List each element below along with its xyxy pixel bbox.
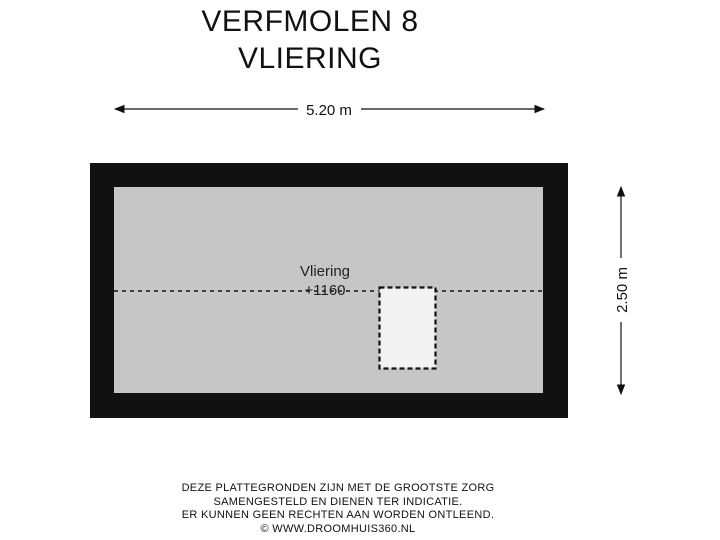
copyright-line: © WWW.DROOMHUIS360.NL (260, 522, 416, 535)
disclaimer-line-2: SAMENGESTELD EN DIENEN TER INDICATIE. (213, 495, 463, 508)
roof-hatch (378, 286, 437, 370)
attic-floor (114, 187, 543, 393)
room-name-label: Vliering (300, 263, 350, 280)
disclaimer-line-3: ER KUNNEN GEEN RECHTEN AAN WORDEN ONTLEE… (181, 509, 495, 521)
height-dimension-label: 2.50 m (614, 267, 631, 313)
disclaimer-line-1: DEZE PLATTEGRONDEN ZIJN MET DE GROOTSTE … (181, 482, 495, 494)
width-dimension-label: 5.20 m (306, 102, 352, 119)
floor-name: VLIERING (237, 42, 383, 75)
room-level-label: +1160 (304, 282, 345, 299)
plan-title: VERFMOLEN 8 (201, 5, 419, 38)
